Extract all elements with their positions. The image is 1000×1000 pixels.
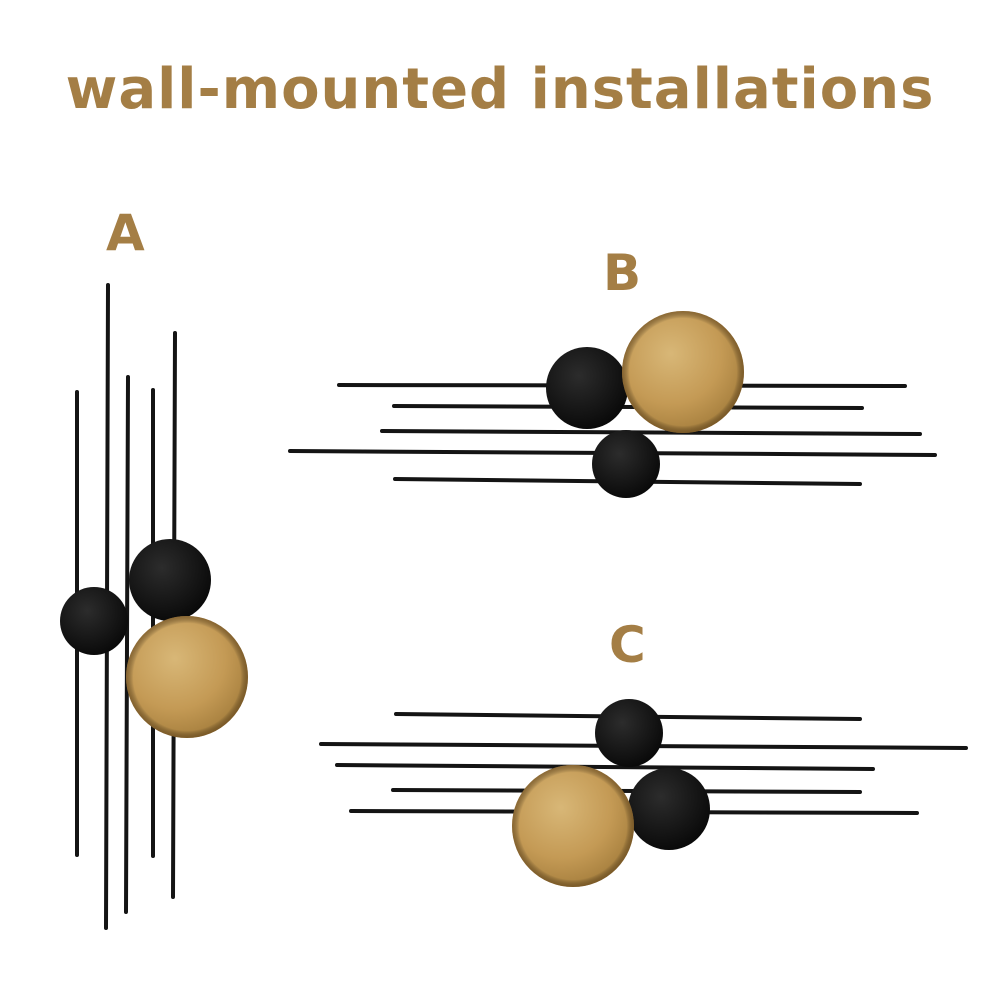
variant-label-a: A: [106, 204, 145, 262]
installation-c: [319, 699, 968, 887]
rod: [380, 429, 922, 436]
rod: [124, 375, 130, 914]
black-disc: [60, 587, 128, 655]
black-disc: [592, 430, 660, 498]
installation-b: [288, 311, 937, 498]
rod: [392, 404, 864, 410]
rod: [391, 788, 862, 794]
rod: [335, 763, 875, 771]
black-disc: [628, 768, 710, 850]
black-disc: [595, 699, 663, 767]
black-disc: [546, 347, 628, 429]
variant-label-b: B: [603, 244, 642, 302]
variant-label-c: C: [609, 616, 646, 674]
page-title: wall-mounted installations: [65, 57, 935, 122]
installation-a: [60, 283, 248, 930]
black-disc: [129, 539, 211, 621]
